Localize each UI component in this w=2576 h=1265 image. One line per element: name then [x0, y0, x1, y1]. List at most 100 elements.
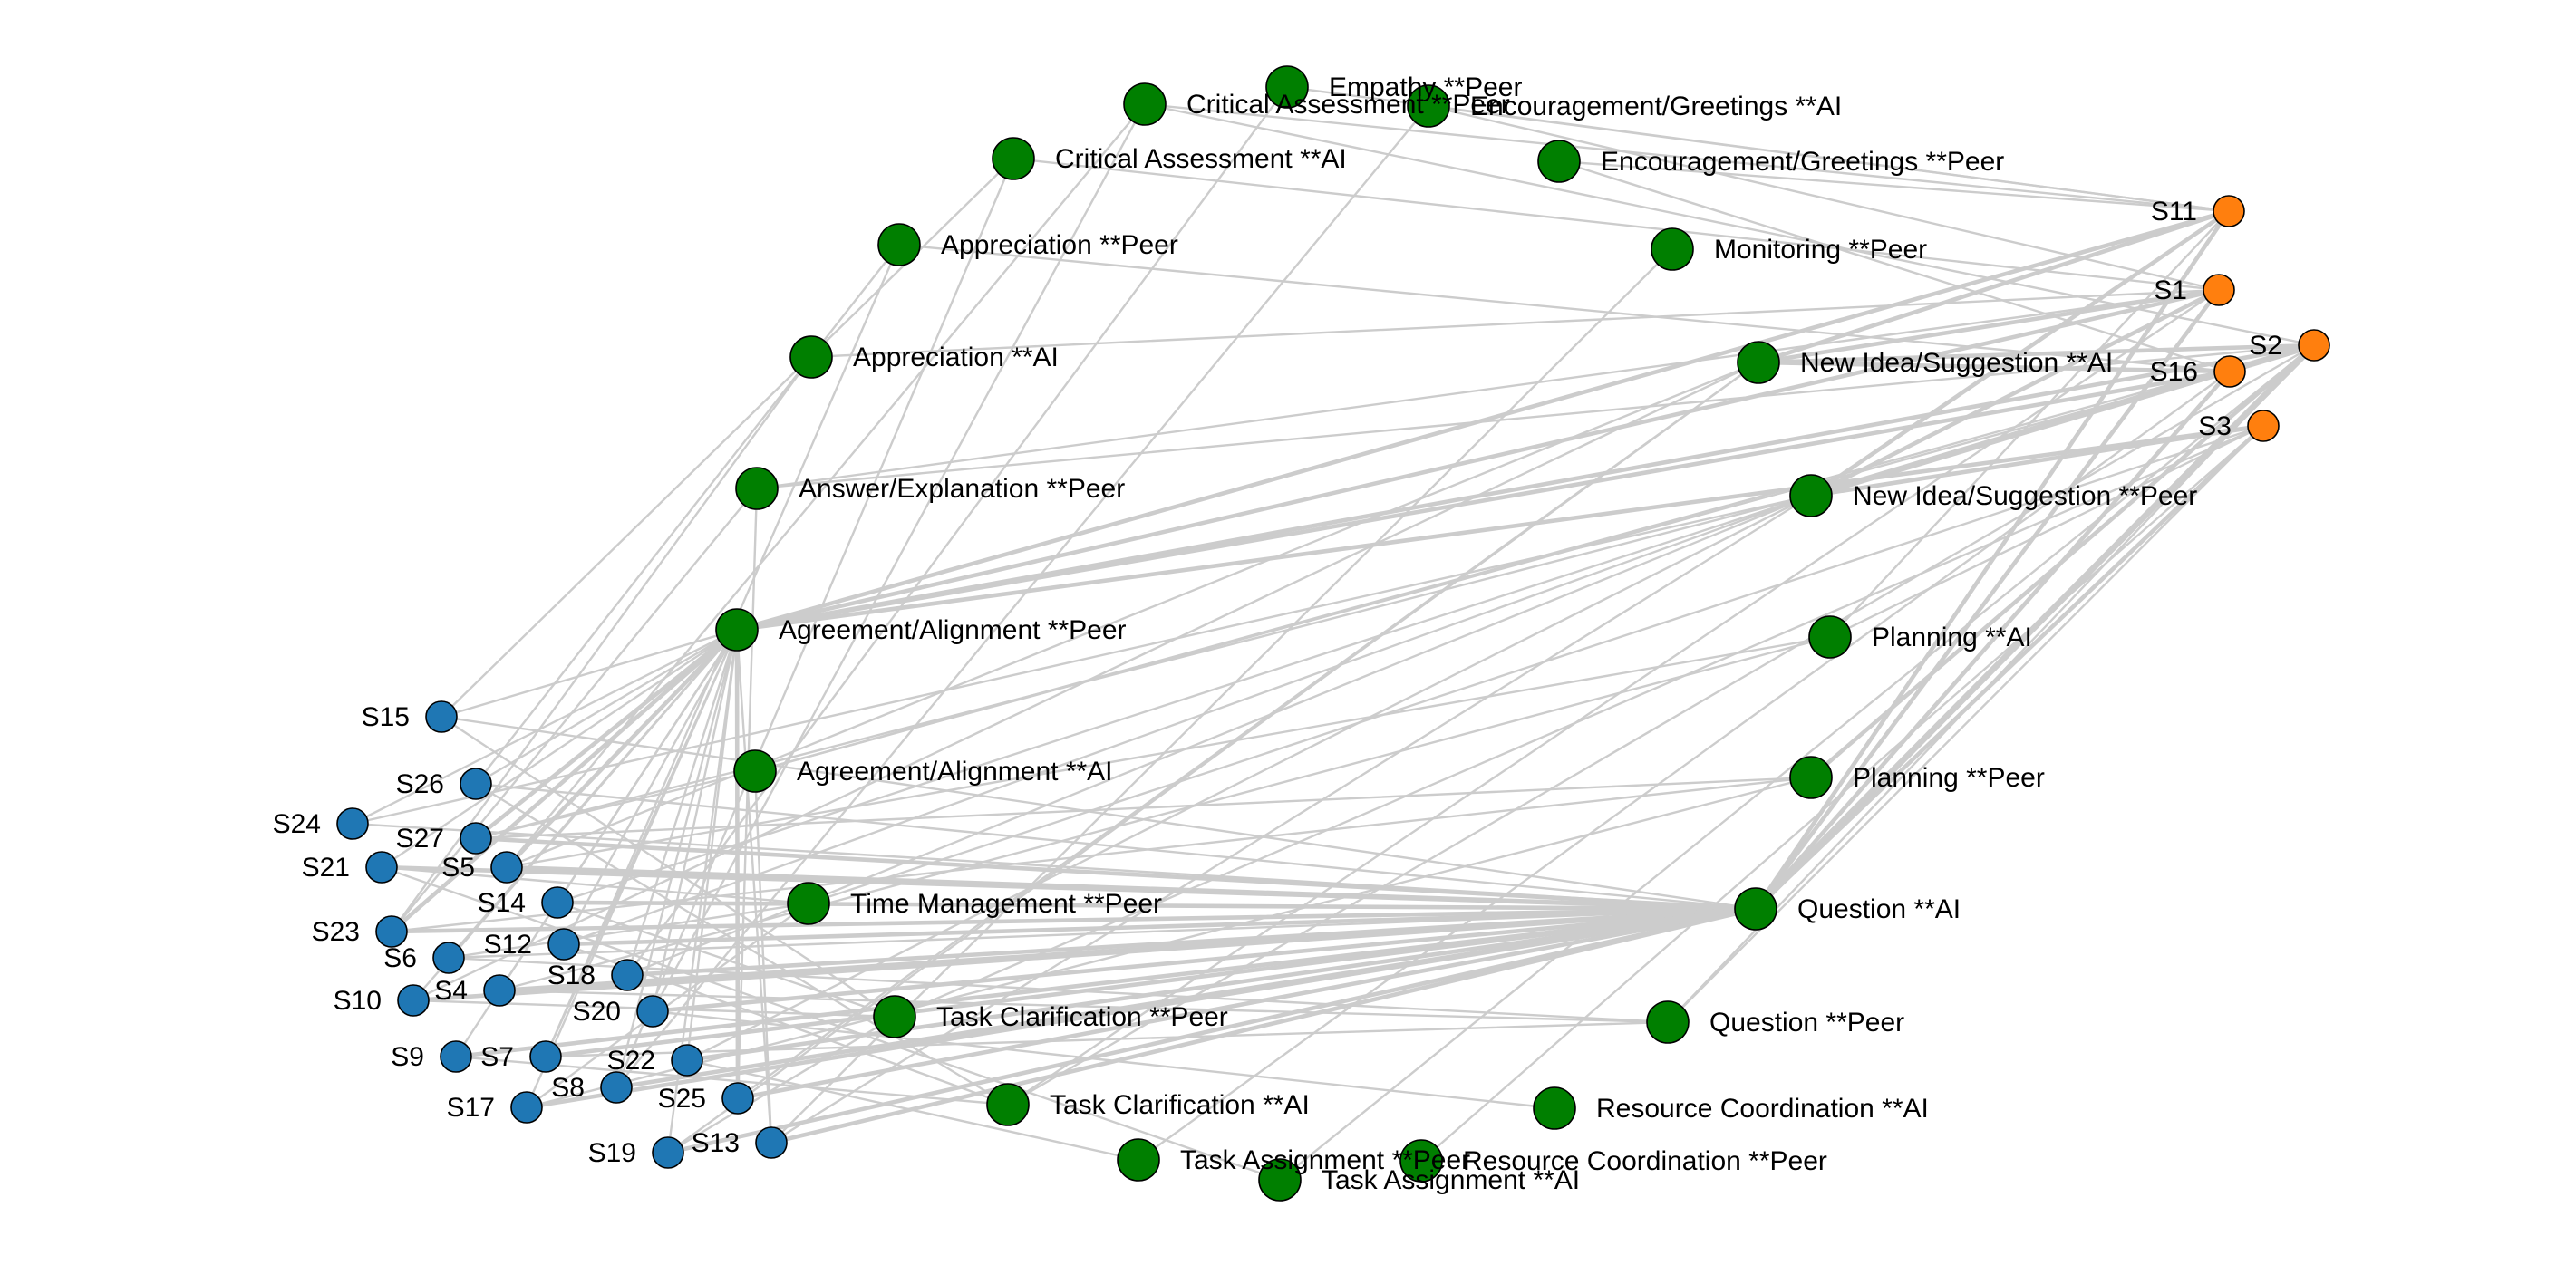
node-taskassign_peer[interactable] [1117, 1138, 1160, 1182]
node-s1[interactable] [2203, 274, 2235, 306]
node-appr_ai[interactable] [789, 335, 833, 379]
nodes-layer [336, 65, 2330, 1202]
label-s6: S6 [383, 943, 417, 973]
node-s4[interactable] [483, 974, 516, 1007]
label-s25: S25 [658, 1084, 706, 1114]
node-rescoord_ai[interactable] [1533, 1086, 1576, 1130]
node-s6[interactable] [432, 942, 465, 974]
node-s21[interactable] [365, 851, 398, 884]
label-appr_ai: Appreciation **AI [853, 343, 1059, 372]
node-monitor_peer[interactable] [1651, 227, 1694, 271]
node-taskassign_ai[interactable] [1258, 1158, 1302, 1202]
node-enc_peer[interactable] [1537, 140, 1581, 183]
node-s12[interactable] [547, 928, 580, 961]
node-agree_ai[interactable] [733, 749, 777, 793]
node-newidea_peer[interactable] [1789, 474, 1833, 517]
node-s17[interactable] [510, 1091, 543, 1124]
label-s15: S15 [362, 702, 410, 732]
node-crit_a[interactable] [1123, 82, 1167, 126]
node-taskclar_ai[interactable] [986, 1083, 1030, 1126]
node-time_peer[interactable] [787, 882, 830, 925]
edge-s15-agree_peer [440, 628, 739, 719]
label-s5: S5 [441, 853, 475, 883]
node-s3[interactable] [2247, 410, 2280, 442]
node-q_ai[interactable] [1734, 887, 1777, 931]
node-s14[interactable] [541, 886, 574, 919]
label-s17: S17 [447, 1093, 495, 1123]
edge-s7-appr_peer [544, 243, 901, 1058]
node-q_peer[interactable] [1646, 1000, 1690, 1044]
node-s23[interactable] [375, 915, 408, 948]
edge-s22-agree_peer [685, 628, 739, 1062]
edge-s5-agree_peer [504, 627, 740, 870]
label-crit_ai: Critical Assessment **AI [1055, 144, 1347, 174]
node-s5[interactable] [490, 851, 523, 884]
node-ans_peer[interactable] [735, 467, 779, 510]
node-enc_ai[interactable] [1407, 84, 1450, 128]
label-plan_peer: Planning **Peer [1853, 763, 2045, 793]
node-taskclar_peer[interactable] [873, 995, 916, 1038]
node-s10[interactable] [397, 984, 430, 1017]
edge-s15-q_ai [440, 715, 1758, 911]
label-s22: S22 [607, 1046, 655, 1076]
edge-s21-agree_peer [380, 628, 739, 869]
edge-s19-newidea_ai [666, 361, 1760, 1154]
node-s7[interactable] [529, 1040, 562, 1073]
edge-s13-agree_peer [735, 628, 773, 1144]
node-s15[interactable] [425, 700, 458, 733]
node-plan_ai[interactable] [1808, 615, 1852, 659]
edge-s11-newidea_ai [1756, 208, 2232, 365]
node-s24[interactable] [336, 807, 369, 840]
edge-s2-crit_a [1143, 102, 2316, 347]
label-newidea_peer: New Idea/Suggestion **Peer [1853, 481, 2197, 511]
label-s26: S26 [396, 769, 444, 799]
edge-s10-agree_peer [412, 628, 739, 1002]
edge-s1-newidea_peer [1808, 287, 2222, 498]
node-agree_peer[interactable] [715, 608, 759, 652]
node-s27[interactable] [460, 822, 492, 855]
edge-s19-q_ai [665, 906, 1758, 1155]
edge-s27-newidea_peer [474, 494, 1813, 840]
edge-s16-q_ai [1753, 369, 2232, 912]
label-s4: S4 [434, 976, 468, 1006]
label-s2: S2 [2249, 331, 2282, 361]
label-taskclar_ai: Task Clarification **AI [1050, 1090, 1310, 1120]
node-newidea_ai[interactable] [1737, 341, 1780, 384]
edge-s26-q_ai [474, 782, 1758, 911]
node-empathy_peer[interactable] [1265, 65, 1309, 109]
node-rescoord_peer[interactable] [1399, 1139, 1443, 1183]
node-s9[interactable] [440, 1040, 472, 1073]
node-appr_peer[interactable] [877, 223, 921, 266]
label-time_peer: Time Management **Peer [850, 889, 1162, 919]
node-s19[interactable] [652, 1136, 684, 1169]
node-s22[interactable] [671, 1044, 703, 1077]
label-appr_peer: Appreciation **Peer [941, 230, 1178, 260]
edge-s16-appr_peer [897, 243, 2232, 373]
label-s14: S14 [478, 888, 526, 918]
node-s26[interactable] [460, 768, 492, 800]
node-s20[interactable] [636, 995, 669, 1028]
label-agree_ai: Agreement/Alignment **AI [797, 757, 1113, 787]
label-s10: S10 [334, 986, 382, 1016]
edge-s4-plan_ai [498, 635, 1832, 992]
edge-s3-plan_ai [1828, 424, 2265, 639]
node-s8[interactable] [600, 1071, 633, 1104]
node-s11[interactable] [2213, 195, 2245, 227]
edge-s5-newidea_ai [505, 361, 1760, 869]
edge-s3-q_ai [1753, 423, 2266, 912]
edge-s14-q_ai [555, 900, 1758, 912]
label-s8: S8 [551, 1073, 585, 1103]
edges-layer [351, 85, 2318, 1182]
label-s7: S7 [480, 1042, 514, 1072]
edge-s24-agree_peer [351, 628, 739, 826]
node-crit_ai[interactable] [992, 137, 1035, 180]
node-s13[interactable] [755, 1126, 788, 1159]
node-plan_peer[interactable] [1789, 756, 1833, 799]
node-s25[interactable] [721, 1082, 754, 1115]
node-s16[interactable] [2213, 355, 2246, 388]
edge-s27-agree_peer [473, 627, 740, 841]
node-s2[interactable] [2298, 329, 2330, 362]
node-s18[interactable] [611, 959, 644, 991]
edge-s2-taskclar_ai [1006, 343, 2316, 1106]
